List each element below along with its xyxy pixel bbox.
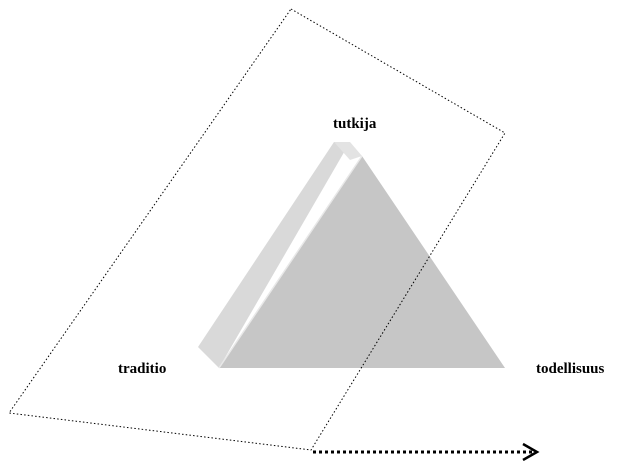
dotted-arrow bbox=[313, 444, 537, 460]
dotted-plane-outline bbox=[9, 9, 505, 450]
label-todellisuus: todellisuus bbox=[536, 362, 604, 377]
label-tutkija: tutkija bbox=[333, 117, 376, 132]
label-traditio: traditio bbox=[118, 362, 166, 377]
